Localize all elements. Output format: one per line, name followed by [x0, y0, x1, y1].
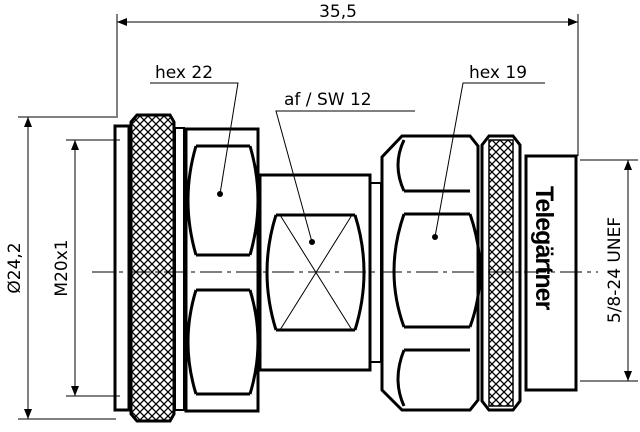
leader-dot	[432, 234, 438, 240]
leader-dot	[309, 239, 315, 245]
overall-length-dimension	[116, 14, 579, 156]
af-sw-12-label: af / SW 12	[284, 90, 372, 110]
right-body	[524, 154, 578, 392]
overall-length-label: 35,5	[319, 2, 357, 22]
diameter-dimension	[18, 116, 120, 420]
hex-22-label: hex 22	[155, 63, 213, 83]
leaders	[150, 82, 545, 243]
hex-22-nut	[184, 127, 260, 413]
hex-19-nut	[380, 134, 482, 412]
thread-right-label: 5/8-24 UNEF	[605, 217, 625, 323]
right-knurl	[480, 134, 522, 412]
diameter-label: Ø24,2	[5, 242, 25, 293]
thread-right-dimension	[580, 159, 638, 382]
brand-logo: Telegärtner	[530, 186, 558, 311]
leader-dot	[217, 191, 223, 197]
left-coupling-nut	[113, 113, 185, 423]
thread-left-label: M20x1	[52, 239, 72, 296]
hex-19-label: hex 19	[469, 63, 527, 83]
